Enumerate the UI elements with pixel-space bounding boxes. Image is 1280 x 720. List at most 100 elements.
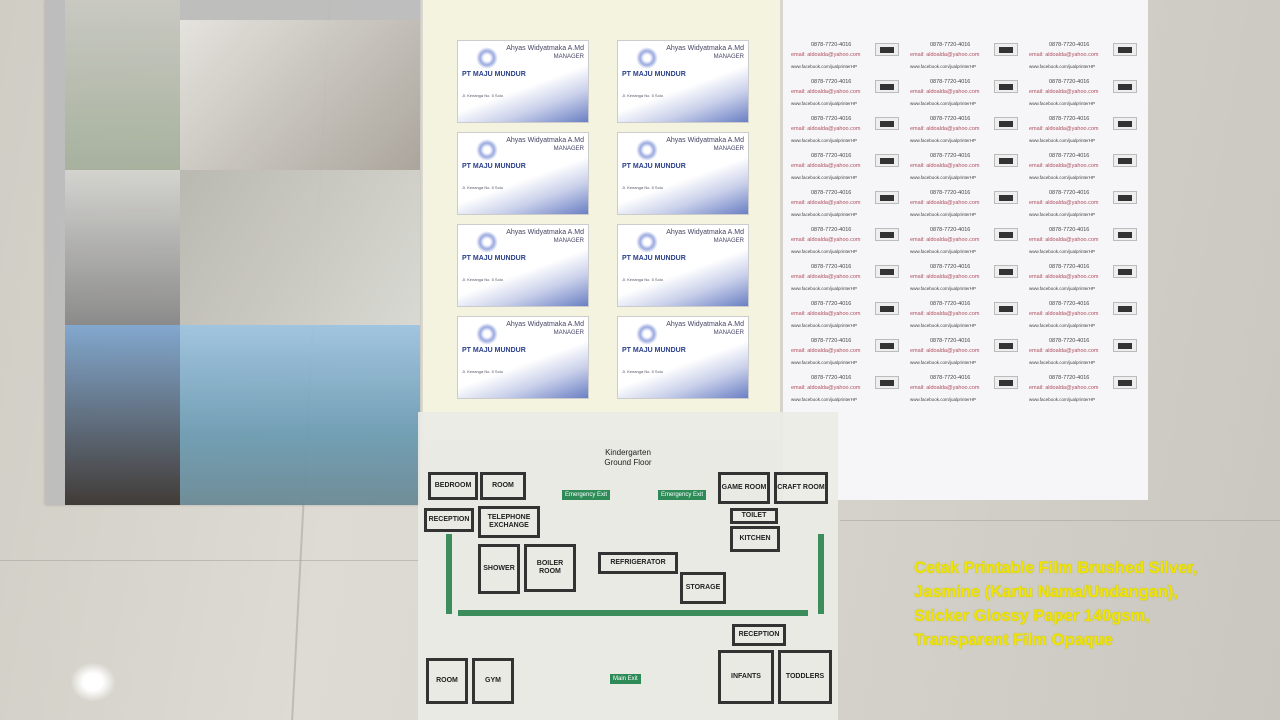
room: REFRIGERATOR <box>598 552 678 574</box>
label-facebook: www.facebook.com/jualprinterHP <box>910 64 977 69</box>
label-email: email: aldoalda@yahoo.com <box>1029 237 1099 243</box>
room: BEDROOM <box>428 472 478 500</box>
card-company: PT MAJU MUNDUR <box>462 347 526 354</box>
label-facebook: www.facebook.com/jualprinterHP <box>791 360 858 365</box>
card-name: Ahyas Widyatmaka A.Md <box>666 321 744 328</box>
room: CRAFT ROOM <box>774 472 828 504</box>
printer-icon <box>875 376 899 389</box>
label-email: email: aldoalda@yahoo.com <box>791 52 861 58</box>
label-facebook: www.facebook.com/jualprinterHP <box>910 286 977 291</box>
card-company: PT MAJU MUNDUR <box>462 71 526 78</box>
label-facebook: www.facebook.com/jualprinterHP <box>910 360 977 365</box>
room: KITCHEN <box>730 526 780 552</box>
label-phone: 0878-7720-4016 <box>1049 42 1090 48</box>
card-address: Jl. Kenanga No. 5 Solo <box>462 185 503 190</box>
label-email: email: aldoalda@yahoo.com <box>910 311 980 317</box>
label-phone: 0878-7720-4016 <box>1049 301 1090 307</box>
label-phone: 0878-7720-4016 <box>1049 264 1090 270</box>
room: ROOM <box>480 472 526 500</box>
plan-title: Kindergarten <box>605 448 651 457</box>
printer-icon <box>875 117 899 130</box>
floor-tile-seam <box>840 520 1280 521</box>
card-address: Jl. Kenanga No. 5 Solo <box>622 185 663 190</box>
label-facebook: www.facebook.com/jualprinterHP <box>791 212 858 217</box>
flower-logo-icon <box>636 139 658 161</box>
sticker-label: 0878-7720-4016 email: aldoalda@yahoo.com w… <box>787 225 901 261</box>
card-name: Ahyas Widyatmaka A.Md <box>666 137 744 144</box>
label-facebook: www.facebook.com/jualprinterHP <box>910 175 977 180</box>
label-facebook: www.facebook.com/jualprinterHP <box>1029 397 1096 402</box>
label-email: email: aldoalda@yahoo.com <box>910 274 980 280</box>
label-email: email: aldoalda@yahoo.com <box>910 348 980 354</box>
printer-icon <box>875 265 899 278</box>
label-phone: 0878-7720-4016 <box>811 116 852 122</box>
flower-logo-icon <box>476 231 498 253</box>
label-email: email: aldoalda@yahoo.com <box>1029 89 1099 95</box>
flower-logo-icon <box>636 323 658 345</box>
printer-icon <box>1113 228 1137 241</box>
label-phone: 0878-7720-4016 <box>930 338 971 344</box>
room: GYM <box>472 658 514 704</box>
label-email: email: aldoalda@yahoo.com <box>791 274 861 280</box>
room: TOILET <box>730 508 778 524</box>
card-name: Ahyas Widyatmaka A.Md <box>666 45 744 52</box>
caption-line: Jasmine (Kartu Nama/Undangan), <box>914 583 1179 601</box>
photo-houses <box>65 325 180 505</box>
room: INFANTS <box>718 650 774 704</box>
label-email: email: aldoalda@yahoo.com <box>791 237 861 243</box>
room: RECEPTION <box>424 508 474 532</box>
glossy-sticker-sheet: 0878-7720-4016 email: aldoalda@yahoo.com w… <box>783 0 1148 500</box>
card-role: MANAGER <box>713 330 744 336</box>
card-company: PT MAJU MUNDUR <box>462 255 526 262</box>
label-facebook: www.facebook.com/jualprinterHP <box>791 138 858 143</box>
label-email: email: aldoalda@yahoo.com <box>910 385 980 391</box>
card-address: Jl. Kenanga No. 5 Solo <box>462 93 503 98</box>
label-phone: 0878-7720-4016 <box>1049 375 1090 381</box>
photo-gallery-wall <box>180 170 420 325</box>
card-name: Ahyas Widyatmaka A.Md <box>506 137 584 144</box>
label-phone: 0878-7720-4016 <box>1049 338 1090 344</box>
card-role: MANAGER <box>553 330 584 336</box>
room: SHOWER <box>478 544 520 594</box>
card-address: Jl. Kenanga No. 5 Solo <box>462 277 503 282</box>
label-facebook: www.facebook.com/jualprinterHP <box>1029 323 1096 328</box>
printer-icon <box>1113 43 1137 56</box>
card-role: MANAGER <box>553 54 584 60</box>
label-facebook: www.facebook.com/jualprinterHP <box>791 249 858 254</box>
printer-icon <box>1113 117 1137 130</box>
card-address: Jl. Kenanga No. 5 Solo <box>622 277 663 282</box>
printer-icon <box>875 43 899 56</box>
label-email: email: aldoalda@yahoo.com <box>791 348 861 354</box>
main-exit-sign: Main Exit <box>610 674 641 684</box>
label-phone: 0878-7720-4016 <box>811 227 852 233</box>
brushed-silver-film-sheet <box>45 0 420 505</box>
label-email: email: aldoalda@yahoo.com <box>910 52 980 58</box>
label-email: email: aldoalda@yahoo.com <box>791 126 861 132</box>
label-phone: 0878-7720-4016 <box>811 375 852 381</box>
label-phone: 0878-7720-4016 <box>811 42 852 48</box>
printer-icon <box>1113 376 1137 389</box>
label-email: email: aldoalda@yahoo.com <box>910 163 980 169</box>
label-phone: 0878-7720-4016 <box>811 79 852 85</box>
label-facebook: www.facebook.com/jualprinterHP <box>910 249 977 254</box>
sticker-label: 0878-7720-4016 email: aldoalda@yahoo.com w… <box>787 114 901 150</box>
label-phone: 0878-7720-4016 <box>811 264 852 270</box>
label-email: email: aldoalda@yahoo.com <box>791 200 861 206</box>
printer-icon <box>994 154 1018 167</box>
label-facebook: www.facebook.com/jualprinterHP <box>1029 101 1096 106</box>
